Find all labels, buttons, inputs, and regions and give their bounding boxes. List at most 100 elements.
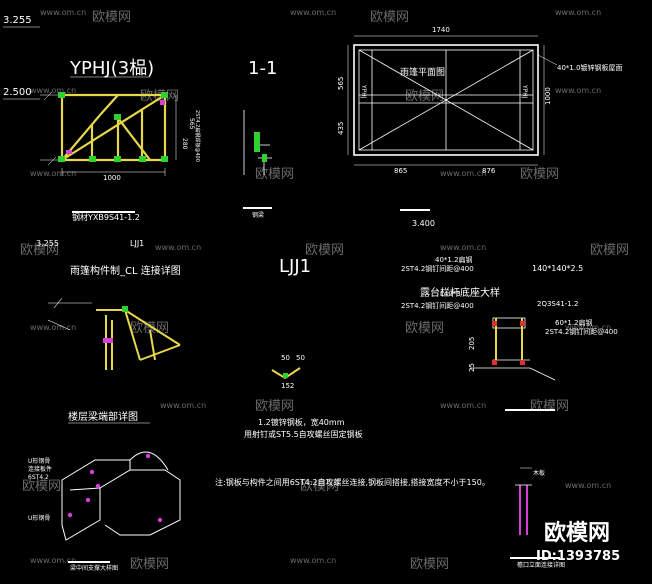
dim-width: 1000 <box>103 174 121 182</box>
watermark-text: 欧模网 <box>370 10 409 25</box>
eave-label: U形钢骨 <box>28 457 50 465</box>
wall-label: 木板 <box>533 469 545 477</box>
dim-right: 1000 <box>544 87 552 105</box>
watermark-url: www.om.cn <box>160 401 206 410</box>
level-label: 3.255 <box>36 239 59 248</box>
panel-section-1-1: 1-1 钢梁 <box>243 58 277 219</box>
panel-wall-connection: 木板 檐口立面连接详图 <box>510 467 565 569</box>
side-note: 2ST4.2扁钢焊接@400 <box>194 110 201 162</box>
rail-note: 60*1.2扁钢 <box>555 318 593 327</box>
watermark-text: 欧模网 <box>255 167 294 182</box>
eave-label: U形钢骨 <box>28 514 50 522</box>
panel-caption: 梁中间支撑大样图 <box>70 564 118 572</box>
eave-label: 6ST4.2 <box>28 474 49 481</box>
panel-caption: 钢材YXB9S41-1.2 <box>72 212 140 222</box>
watermark-text: 欧模网 <box>92 10 131 25</box>
plan-title: 雨篷平面图 <box>400 66 445 78</box>
watermark-text: 欧模网 <box>305 243 344 258</box>
section-title: 1-1 <box>248 58 277 79</box>
watermark-url: www.om.cn <box>440 243 486 252</box>
watermark-url: www.om.cn <box>30 86 76 95</box>
wall-hatch <box>40 91 60 166</box>
watermark-text: 欧模网 <box>130 557 169 572</box>
dim-bottom: 865 <box>394 167 407 175</box>
dim-label: 50 <box>281 354 290 362</box>
dim-label: 25 <box>468 363 476 372</box>
eave-label: 连接板件 <box>28 465 52 473</box>
watermark-url: www.om.cn <box>290 8 336 17</box>
watermark-text: 欧模网 <box>530 399 569 414</box>
truss-title: YPHJ(3榀) <box>69 58 154 79</box>
watermark-url: www.om.cn <box>30 169 76 178</box>
dim-label: 205 <box>468 337 476 350</box>
rail-note: 2ST4.2钢钉间距@400 <box>401 301 474 310</box>
panel-railing-base: 40*1.2扁钢 2ST4.2钢钉间距@400 140*140*2.5 露台栏杆… <box>401 255 618 411</box>
plan-label: YPHJ <box>521 84 528 99</box>
panel-eave-detail: 楼层梁端部详图 U形钢骨 连接板件 6ST4.2 U形钢骨 梁中间支撑大样图 <box>28 410 181 572</box>
truss-joints <box>58 92 168 162</box>
panel-caption: 檐口立面连接详图 <box>517 561 565 569</box>
dim-label: 50 <box>296 354 305 362</box>
truss-members <box>60 93 167 162</box>
rail-note: 140*140*2.5 <box>532 264 583 273</box>
panel-ljj1: LJJ1 50 50 152 1.2镀锌钢板，宽40mm 用射钉或ST5.5自攻… <box>244 256 363 439</box>
watermark-url: www.om.cn <box>290 556 336 565</box>
panel-caption: 钢梁 <box>252 211 264 219</box>
center-note: 注:钢板与构件之间用6ST4.2自攻螺丝连接,钢板间搭接,搭接宽度不小于150。 <box>215 477 490 487</box>
panel-yphj-truss: 3.255 2.500 YPHJ(3榀) <box>3 15 201 222</box>
plan-label: YPHJ <box>360 84 367 99</box>
watermark-layer: 欧模网 欧模网 欧模网 欧模网 欧模网 欧模网 欧模网 欧模网 欧模网 欧模网 … <box>20 10 629 572</box>
watermark-text: 欧模网 <box>410 557 449 572</box>
watermark-text: 欧模网 <box>590 243 629 258</box>
panel-title: 露台栏杆底座大样 <box>420 286 500 299</box>
level-label: 2.500 <box>3 87 32 98</box>
dim-label: 152 <box>281 382 294 390</box>
watermark-url: www.om.cn <box>565 481 611 490</box>
watermark-url: www.om.cn <box>555 86 601 95</box>
dim-left: 435 <box>337 122 345 135</box>
tag-label: LJJ1 <box>130 239 144 248</box>
dim-height: 280 <box>181 138 188 150</box>
rail-note: 2ST4.2钢钉间距@400 <box>545 327 618 336</box>
watermark-url: www.om.cn <box>555 8 601 17</box>
rail-angle: L40*3 <box>440 290 461 298</box>
watermark-text: 欧模网 <box>520 167 559 182</box>
dim-height: 565 <box>188 118 195 130</box>
ljj1-note: 1.2镀锌钢板，宽40mm <box>258 417 345 427</box>
watermark-url: www.om.cn <box>440 169 486 178</box>
panel-title: 雨篷构件制_CL 连接详图 <box>70 264 181 277</box>
watermark-text: 欧模网 <box>22 479 61 494</box>
watermark-url-layer: www.om.cn www.om.cn www.om.cn www.om.cn … <box>30 8 611 565</box>
panel-title: 楼层梁端部详图 <box>68 410 138 423</box>
watermark-text: 欧模网 <box>20 243 59 258</box>
watermark-url: www.om.cn <box>40 8 86 17</box>
watermark-url: www.om.cn <box>565 323 611 332</box>
badge-brand: 欧模网 <box>544 520 610 546</box>
dim-top: 1740 <box>432 26 450 34</box>
watermark-badge: 欧模网 ID:1393785 <box>536 520 620 564</box>
watermark-text: 欧模网 <box>140 89 179 104</box>
watermark-text: 欧模网 <box>300 479 339 494</box>
watermark-text: 欧模网 <box>255 399 294 414</box>
panel-canopy-plan: 1740 雨篷平面图 YPHJ YPHJ 565 435 865 876 100… <box>337 26 623 228</box>
watermark-url: www.om.cn <box>30 556 76 565</box>
rail-note: 2Q3S41-1.2 <box>537 300 578 308</box>
rail-note: 40*1.2扁钢 <box>435 255 473 264</box>
watermark-url: www.om.cn <box>30 323 76 332</box>
dim-bottom: 876 <box>482 167 496 175</box>
watermark-text: 欧模网 <box>405 89 444 104</box>
panel-title: LJJ1 <box>279 256 311 277</box>
watermark-text: 欧模网 <box>405 321 444 336</box>
dim-left: 565 <box>337 77 345 90</box>
watermark-url: www.om.cn <box>440 401 486 410</box>
rail-note: 2ST4.2钢钉间距@400 <box>401 264 474 273</box>
plan-outline <box>353 44 539 156</box>
badge-id: ID:1393785 <box>536 549 620 564</box>
plan-note: 40*1.0镀锌钢板屋面 <box>557 63 623 72</box>
truss-joint-plates <box>66 100 165 154</box>
watermark-url: www.om.cn <box>155 243 201 252</box>
level-label: 3.255 <box>3 15 32 26</box>
ljj1-note: 用射钉或ST5.5自攻螺丝固定钢板 <box>244 429 363 439</box>
level-label: 3.400 <box>412 219 435 228</box>
